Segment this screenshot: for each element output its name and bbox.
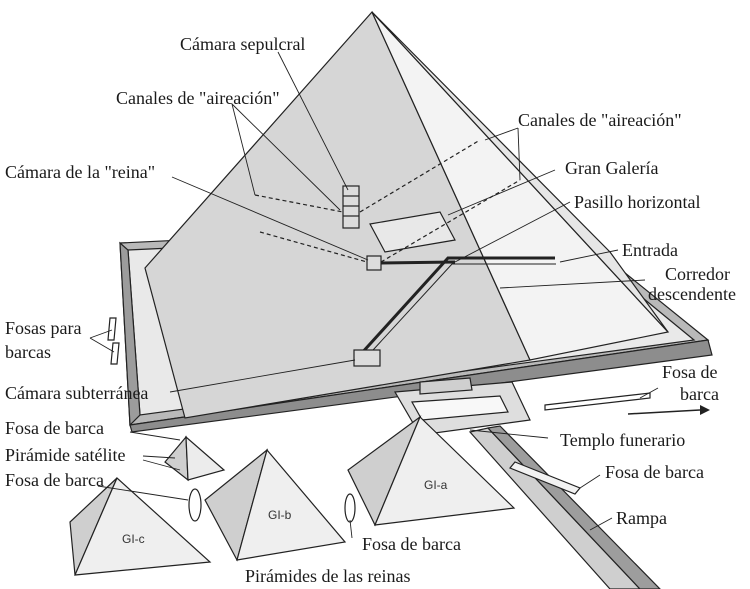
label-corredor-2: descendente bbox=[648, 284, 736, 304]
tag-gi-b: GI-b bbox=[268, 508, 292, 522]
tag-gi-c: GI-c bbox=[122, 532, 145, 546]
label-entrada: Entrada bbox=[622, 240, 678, 260]
label-camara-sepulcral: Cámara sepulcral bbox=[180, 34, 306, 54]
mortuary-temple bbox=[394, 377, 531, 436]
label-fosa-barca-causeway: Fosa de barca bbox=[605, 462, 704, 482]
queens-pyramids bbox=[69, 415, 516, 576]
internal-passages bbox=[254, 139, 556, 367]
arrow-right-icon bbox=[627, 405, 710, 415]
label-templo-funerario: Templo funerario bbox=[560, 430, 686, 450]
label-fosas-para-2: barcas bbox=[5, 342, 51, 362]
label-camara-subterranea: Cámara subterránea bbox=[5, 383, 149, 403]
label-piramide-satelite: Pirámide satélite bbox=[5, 445, 126, 465]
leader-lines bbox=[89, 51, 659, 539]
label-piramides-reinas: Pirámides de las reinas bbox=[245, 566, 411, 586]
boat-pits bbox=[107, 317, 651, 523]
label-canales-left: Canales de "aireación" bbox=[116, 88, 280, 108]
label-fosa-barca-bottom: Fosa de barca bbox=[362, 534, 461, 554]
label-rampa: Rampa bbox=[616, 508, 667, 528]
label-fosa-barca-left-bottom: Fosa de barca bbox=[5, 470, 104, 490]
label-gran-galeria: Gran Galería bbox=[565, 158, 659, 178]
label-corredor-1: Corredor bbox=[665, 264, 730, 284]
label-fosa-barca-right-1: Fosa de bbox=[662, 362, 718, 382]
label-pasillo-horizontal: Pasillo horizontal bbox=[574, 192, 701, 212]
label-fosa-barca-left-top: Fosa de barca bbox=[5, 418, 104, 438]
label-fosas-para-1: Fosas para bbox=[5, 318, 82, 338]
causeway bbox=[468, 425, 661, 589]
label-camara-reina: Cámara de la "reina" bbox=[5, 162, 156, 182]
tag-gi-a: GI-a bbox=[424, 478, 448, 492]
label-fosa-barca-right-2: barca bbox=[680, 384, 719, 404]
label-canales-right: Canales de "aireación" bbox=[518, 110, 682, 130]
